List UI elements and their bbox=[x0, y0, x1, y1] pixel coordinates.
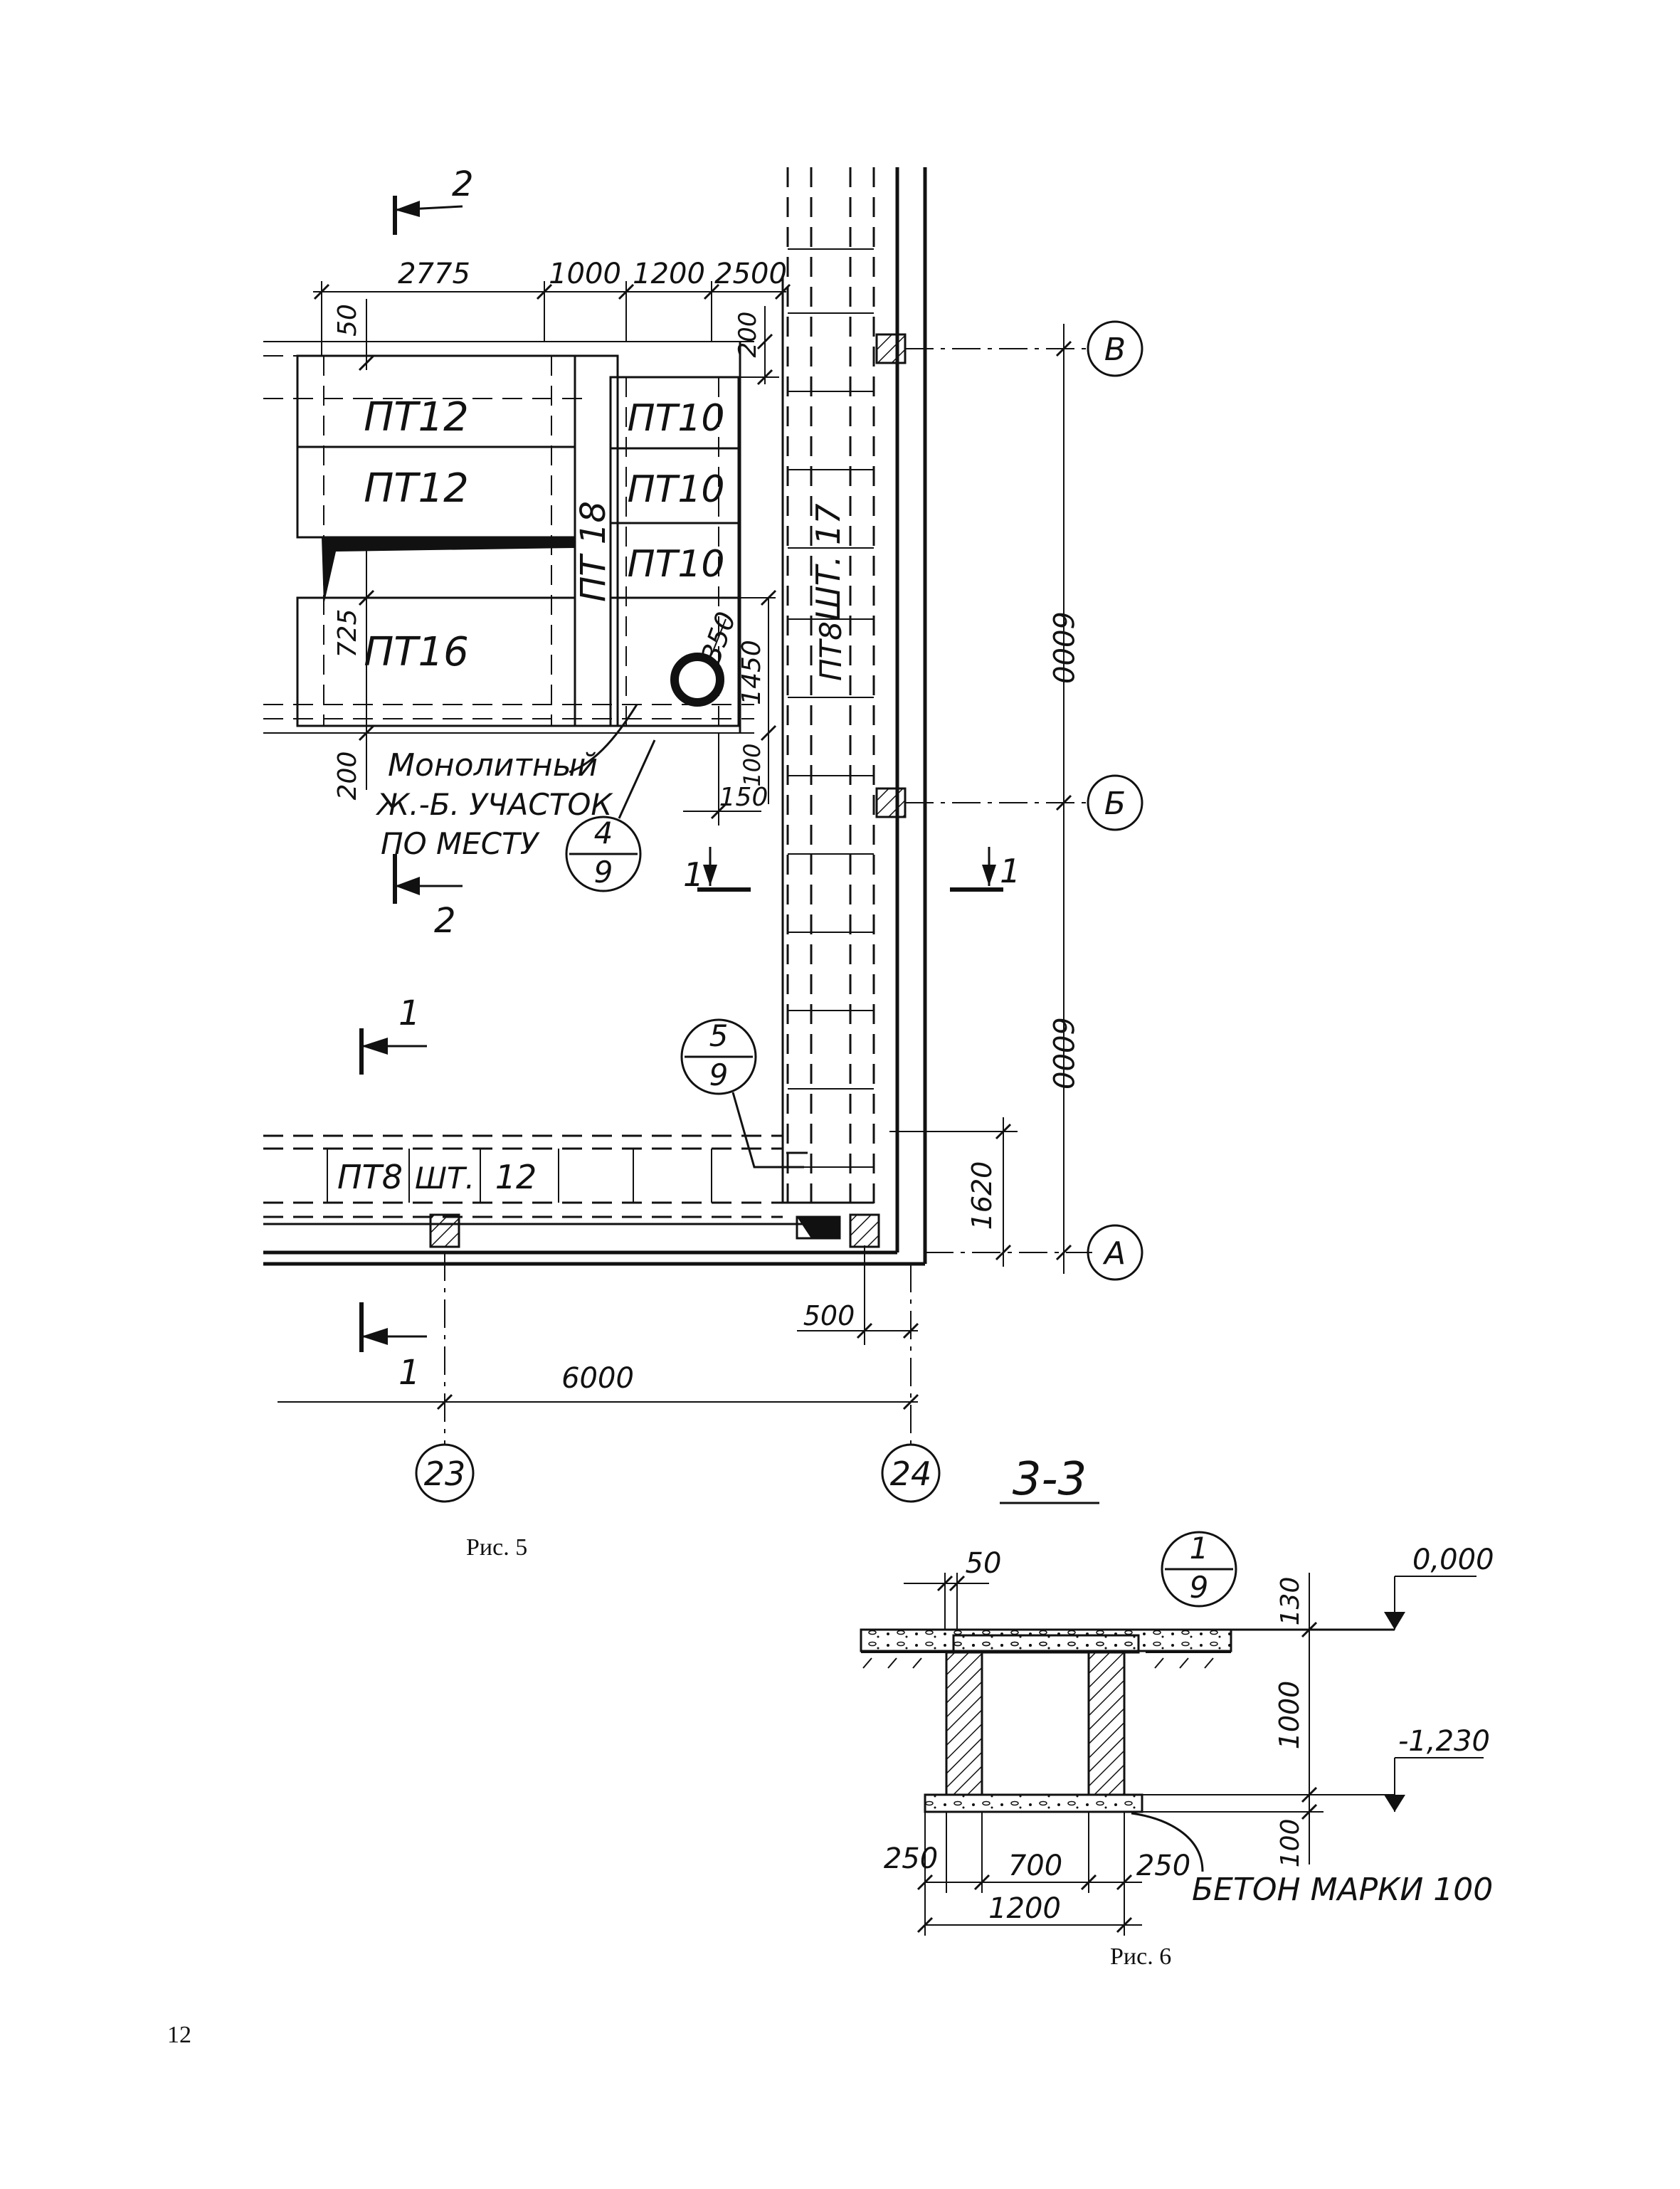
dim-1200-section: 1200 bbox=[988, 1892, 1061, 1925]
dim-50-section: 50 bbox=[966, 1547, 1002, 1580]
callout-4-9 bbox=[565, 816, 642, 892]
axis-marker-a bbox=[1087, 1224, 1143, 1281]
callout-5-9-bottom: 9 bbox=[709, 1057, 729, 1092]
label-pt12-a: ПТ12 bbox=[364, 394, 469, 441]
label-pt12-b: ПТ12 bbox=[364, 465, 469, 512]
callout-4-9-top: 4 bbox=[594, 816, 613, 850]
column-pad bbox=[875, 787, 907, 818]
label-num12: 12 bbox=[495, 1158, 537, 1196]
label-pt10-b: ПТ10 bbox=[627, 468, 724, 511]
section-2-bottom: 2 bbox=[434, 901, 456, 941]
dim-1200-top: 1200 bbox=[633, 258, 705, 290]
label-pt10-c: ПТ10 bbox=[627, 543, 724, 586]
dim-250-right: 250 bbox=[1136, 1850, 1190, 1882]
dim-1450: 1450 bbox=[737, 640, 766, 705]
dim-1000-section: 1000 bbox=[1274, 1681, 1305, 1750]
dim-250-left: 250 bbox=[884, 1842, 938, 1875]
axis-a-label: А bbox=[1102, 1235, 1126, 1272]
label-pt8-bottom: ПТ8 bbox=[337, 1158, 403, 1196]
level-marker-top bbox=[1384, 1612, 1405, 1630]
callout-1-9-bottom: 9 bbox=[1190, 1570, 1209, 1605]
axis-24-label: 24 bbox=[890, 1455, 932, 1493]
dim-150: 150 bbox=[719, 783, 768, 812]
plan-figure-5: ПТ12 ПТ12 ПТ16 ПТ10 ПТ10 ПТ10 ПТ 18 ШТ. … bbox=[263, 164, 1143, 1561]
section-1-mid-left: 1 bbox=[683, 855, 704, 894]
callout-4-9-bottom: 9 bbox=[594, 855, 613, 890]
label-pt8-vertical: ПТ8 bbox=[813, 621, 848, 681]
concrete-note: БЕТОН МАРКИ 100 bbox=[1192, 1872, 1493, 1908]
note-line1: Монолитный bbox=[388, 747, 598, 784]
axis-v-label: В bbox=[1104, 332, 1126, 368]
caption-fig6: Рис. 6 bbox=[1110, 1943, 1171, 1970]
callout-1-9-top: 1 bbox=[1190, 1531, 1209, 1566]
axis-marker-23 bbox=[415, 1443, 475, 1503]
section-33-title: 3-3 bbox=[1013, 1453, 1087, 1506]
axis-marker-v bbox=[1087, 320, 1143, 377]
section-1-mid-right: 1 bbox=[1000, 852, 1020, 890]
dim-1620: 1620 bbox=[966, 1161, 998, 1230]
section-2-top: 2 bbox=[452, 164, 474, 204]
note-line3: ПО МЕСТУ bbox=[381, 826, 540, 861]
dim-700: 700 bbox=[1008, 1850, 1062, 1882]
level-top: 0,000 bbox=[1412, 1544, 1494, 1576]
callout-1-9 bbox=[1161, 1531, 1237, 1608]
dim-6000-upper: 6000 bbox=[1046, 611, 1079, 684]
section-1-left-lower: 1 bbox=[398, 1353, 421, 1393]
label-pt10-a: ПТ10 bbox=[627, 397, 724, 440]
dim-1000-top: 1000 bbox=[549, 258, 621, 290]
dim-6000-lower: 6000 bbox=[1046, 1017, 1079, 1090]
label-pt16: ПТ16 bbox=[364, 629, 469, 675]
corner-box bbox=[796, 1215, 841, 1240]
level-bottom: -1,230 bbox=[1398, 1725, 1490, 1758]
pipe-hole bbox=[670, 653, 724, 707]
axis-23-label: 23 bbox=[424, 1455, 466, 1493]
base-slab bbox=[924, 1793, 1143, 1813]
slab-pt18 bbox=[574, 354, 619, 727]
label-sht17: ШТ. 17 bbox=[809, 503, 847, 621]
dim-100-section: 100 bbox=[1276, 1819, 1305, 1868]
note-line2: Ж.-Б. УЧАСТОК bbox=[375, 787, 613, 822]
dim-2775: 2775 bbox=[398, 258, 470, 290]
corner-fill bbox=[797, 1217, 840, 1238]
channel-wall-left bbox=[945, 1651, 983, 1796]
callout-5-9-top: 5 bbox=[709, 1018, 729, 1053]
dim-50-top: 50 bbox=[333, 304, 362, 337]
level-marker-bottom bbox=[1384, 1795, 1405, 1812]
dim-500: 500 bbox=[803, 1300, 855, 1331]
vertical-channel bbox=[786, 167, 875, 1210]
page-number: 12 bbox=[167, 2022, 191, 2048]
horizontal-channel bbox=[263, 1134, 818, 1225]
axis-marker-b bbox=[1087, 774, 1143, 831]
column-pad bbox=[849, 1213, 880, 1248]
dim-6000-bottom: 6000 bbox=[561, 1362, 634, 1395]
dim-725: 725 bbox=[333, 609, 362, 658]
label-sht-bottom: ШТ. bbox=[415, 1161, 475, 1196]
dim-200-left: 200 bbox=[333, 751, 362, 801]
concrete-note-leader bbox=[1131, 1812, 1204, 1872]
column-pad bbox=[875, 333, 907, 364]
monolithic-wedge bbox=[322, 537, 575, 605]
section-figure-6: 3-3 1 9 50 130 1000 bbox=[860, 1453, 1494, 1970]
dim-130: 130 bbox=[1276, 1577, 1305, 1626]
column-pad bbox=[429, 1213, 460, 1248]
axis-b-label: Б bbox=[1104, 786, 1126, 822]
axis-marker-24 bbox=[881, 1443, 941, 1503]
caption-fig5: Рис. 5 bbox=[466, 1534, 527, 1561]
dim-2500: 2500 bbox=[714, 258, 787, 290]
slab-pt10-stack bbox=[609, 376, 740, 727]
dim-350: 350 bbox=[695, 608, 742, 667]
label-pt18: ПТ 18 bbox=[574, 501, 613, 602]
dim-100: 100 bbox=[739, 743, 766, 786]
channel-wall-right bbox=[1087, 1651, 1126, 1796]
callout-5-9 bbox=[680, 1018, 757, 1095]
section-1-left-upper: 1 bbox=[398, 993, 421, 1033]
cover-slab bbox=[952, 1634, 1140, 1654]
dim-200-right: 200 bbox=[734, 312, 762, 358]
note-leader bbox=[569, 704, 638, 774]
top-dimension-chain bbox=[313, 281, 791, 356]
